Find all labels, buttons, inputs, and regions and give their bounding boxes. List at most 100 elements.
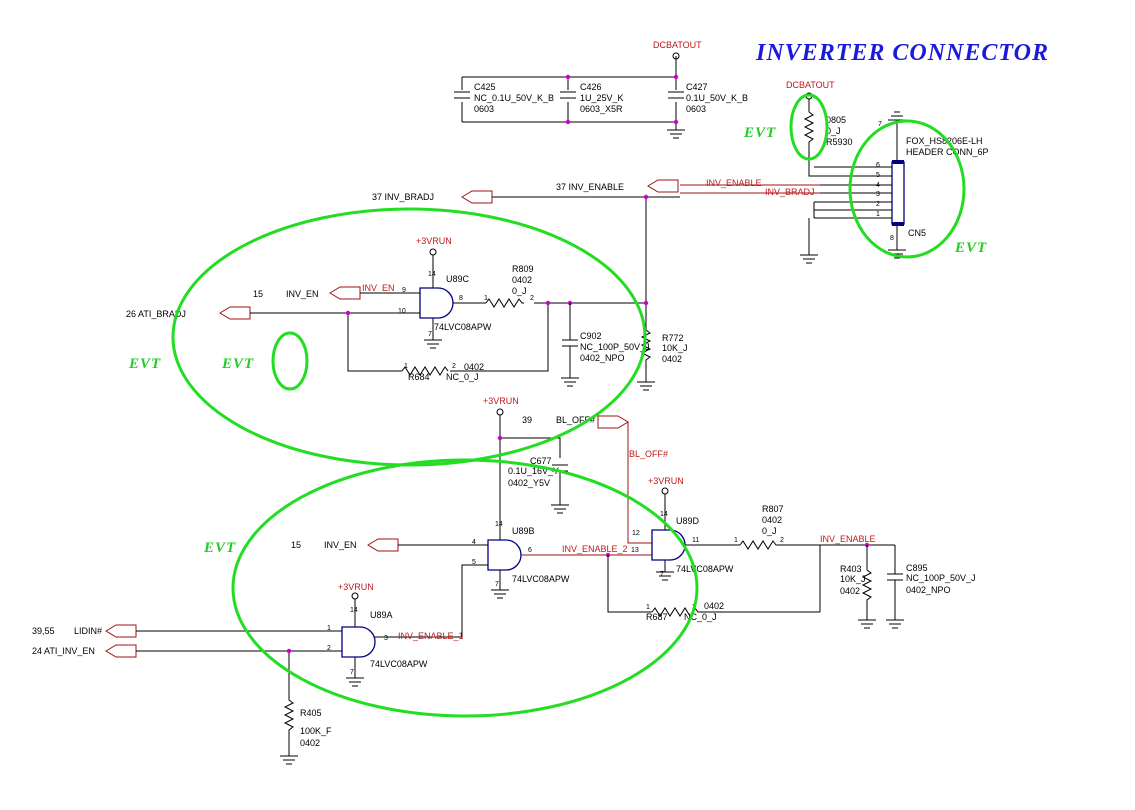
lidin-port-number: 39,55 bbox=[32, 626, 55, 636]
u89a-ref: U89A bbox=[370, 610, 393, 620]
c425-value: NC_0.1U_50V_K_B bbox=[474, 93, 554, 103]
svg-text:9: 9 bbox=[402, 287, 406, 294]
svg-text:2: 2 bbox=[876, 201, 880, 208]
u89c-ref: U89C bbox=[446, 274, 470, 284]
u89c-and-gate bbox=[419, 287, 454, 319]
bl-off-net-label: BL_OFF# bbox=[629, 449, 668, 459]
r809-ref: R809 bbox=[512, 264, 534, 274]
svg-text:12: 12 bbox=[632, 530, 640, 537]
c425-package: 0603 bbox=[474, 104, 494, 114]
c427-ref: C427 bbox=[686, 82, 708, 92]
r687-package: 0402 bbox=[704, 601, 724, 611]
svg-text:4: 4 bbox=[472, 539, 476, 546]
svg-text:10: 10 bbox=[398, 308, 406, 315]
svg-text:7: 7 bbox=[428, 331, 432, 338]
ati-inv-en-port bbox=[105, 644, 137, 658]
evt-annotation: EVT bbox=[128, 356, 161, 372]
r403-value: 10K_J bbox=[840, 574, 866, 584]
svg-text:6: 6 bbox=[876, 162, 880, 169]
inv-enable-net-label-out: INV_ENABLE bbox=[820, 534, 876, 544]
bl-off-port-label: BL_OFF# bbox=[556, 415, 595, 425]
lidin-port bbox=[105, 624, 137, 638]
svg-text:2: 2 bbox=[327, 645, 331, 652]
r807-ref: R807 bbox=[762, 504, 784, 514]
evt-annotation: EVT bbox=[954, 240, 987, 256]
r684-ref: R684 bbox=[408, 372, 430, 382]
inv-en-net-label-top: INV_EN bbox=[362, 283, 395, 293]
r807-resistor bbox=[739, 540, 780, 550]
svg-text:4: 4 bbox=[876, 182, 880, 189]
r684-package: 0402 bbox=[464, 362, 484, 372]
svg-text:2: 2 bbox=[452, 363, 456, 370]
u89b-ref: U89B bbox=[512, 526, 535, 536]
r772-package: 0402 bbox=[662, 354, 682, 364]
inv-enable-offpage-port bbox=[647, 179, 679, 193]
dcbatout-label: DCBATOUT bbox=[653, 40, 702, 50]
r5930-package: 0805 bbox=[826, 115, 846, 125]
svg-text:1: 1 bbox=[484, 295, 488, 302]
c895-package: 0402_NPO bbox=[906, 585, 951, 595]
decoupling-capacitor-bank: DCBATOUT C425 NC_0.1U_50V_K_B 0603 C426 … bbox=[454, 40, 748, 139]
svg-text:1: 1 bbox=[404, 363, 408, 370]
inv-bradj-net-label: INV_BRADJ bbox=[765, 187, 815, 197]
r809-value: 0_J bbox=[512, 286, 527, 296]
evt-annotation: EVT bbox=[743, 125, 776, 141]
r405-ref: R405 bbox=[300, 708, 322, 718]
u89d-and-gate bbox=[651, 529, 686, 561]
svg-text:1: 1 bbox=[876, 211, 880, 218]
c902-ref: C902 bbox=[580, 331, 602, 341]
inv-en-port-top bbox=[329, 286, 361, 300]
u89a-lid-gate: +3VRUN U89A 74LVC08APW 1 2 3 14 7 39,55 … bbox=[32, 582, 428, 765]
r772-value: 10K_J bbox=[662, 343, 688, 353]
cn5-description: HEADER CONN_6P bbox=[906, 147, 989, 157]
c902-value: NC_100P_50V_J bbox=[580, 342, 650, 352]
svg-text:1: 1 bbox=[734, 537, 738, 544]
r403-ref: R403 bbox=[840, 564, 862, 574]
svg-text:7: 7 bbox=[660, 571, 664, 578]
r772-ref: R772 bbox=[662, 333, 684, 343]
inv-bradj-offpage-port bbox=[461, 190, 493, 204]
lidin-port-label: LIDIN# bbox=[74, 626, 102, 636]
dcbatout-power-symbol bbox=[672, 52, 680, 60]
svg-text:6: 6 bbox=[528, 547, 532, 554]
ati-bradj-port bbox=[219, 306, 251, 320]
c426-ref: C426 bbox=[580, 82, 602, 92]
svg-text:1: 1 bbox=[327, 625, 331, 632]
3vrun-label-u89d: +3VRUN bbox=[648, 476, 684, 486]
evt-highlight-loop bbox=[171, 207, 647, 467]
r5930-value: 0_J bbox=[826, 126, 841, 136]
svg-text:5: 5 bbox=[472, 559, 476, 566]
evt-highlight-loop bbox=[271, 331, 309, 391]
svg-text:11: 11 bbox=[692, 537, 699, 544]
c425-ref: C425 bbox=[474, 82, 496, 92]
inv-en-port-number-top: 15 bbox=[253, 289, 263, 299]
r405-value: 100K_F bbox=[300, 726, 332, 736]
3vrun-label-u89c: +3VRUN bbox=[416, 236, 452, 246]
r687-ref: R687 bbox=[646, 612, 668, 622]
svg-text:3: 3 bbox=[876, 191, 880, 198]
dcbatout-label-right: DCBATOUT bbox=[786, 80, 835, 90]
c677-value: 0.1U_16V_Y bbox=[508, 466, 559, 476]
inv-enable-1-net-label: INV_ENABLE_1 bbox=[398, 631, 464, 641]
inv-en-port-mid bbox=[367, 538, 399, 552]
evt-annotation: EVT bbox=[203, 540, 236, 556]
bl-off-circuit: +3VRUN C677 0.1U_16V_Y 0402_Y5V 39 BL_OF… bbox=[483, 396, 668, 544]
r405-package: 0402 bbox=[300, 738, 320, 748]
u89d-output-circuit: +3VRUN U89D 74LVC08APW 12 13 11 14 7 1 2… bbox=[607, 476, 976, 629]
r807-package: 0402 bbox=[762, 515, 782, 525]
3vrun-label-c677: +3VRUN bbox=[483, 396, 519, 406]
c427-package: 0603 bbox=[686, 104, 706, 114]
svg-text:5: 5 bbox=[876, 172, 880, 179]
c677-package: 0402_Y5V bbox=[508, 478, 550, 488]
inv-enable-2-net-label: INV_ENABLE_2 bbox=[562, 544, 628, 554]
r684-resistor bbox=[401, 366, 449, 376]
svg-text:3: 3 bbox=[384, 635, 388, 642]
svg-text:14: 14 bbox=[350, 607, 358, 614]
u89a-part: 74LVC08APW bbox=[370, 659, 428, 669]
r684-value: NC_0_J bbox=[446, 372, 479, 382]
evt-highlight-loop bbox=[231, 458, 699, 718]
svg-text:7: 7 bbox=[350, 669, 354, 676]
bl-off-port-number: 39 bbox=[522, 415, 532, 425]
c426-value: 1U_25V_K bbox=[580, 93, 624, 103]
